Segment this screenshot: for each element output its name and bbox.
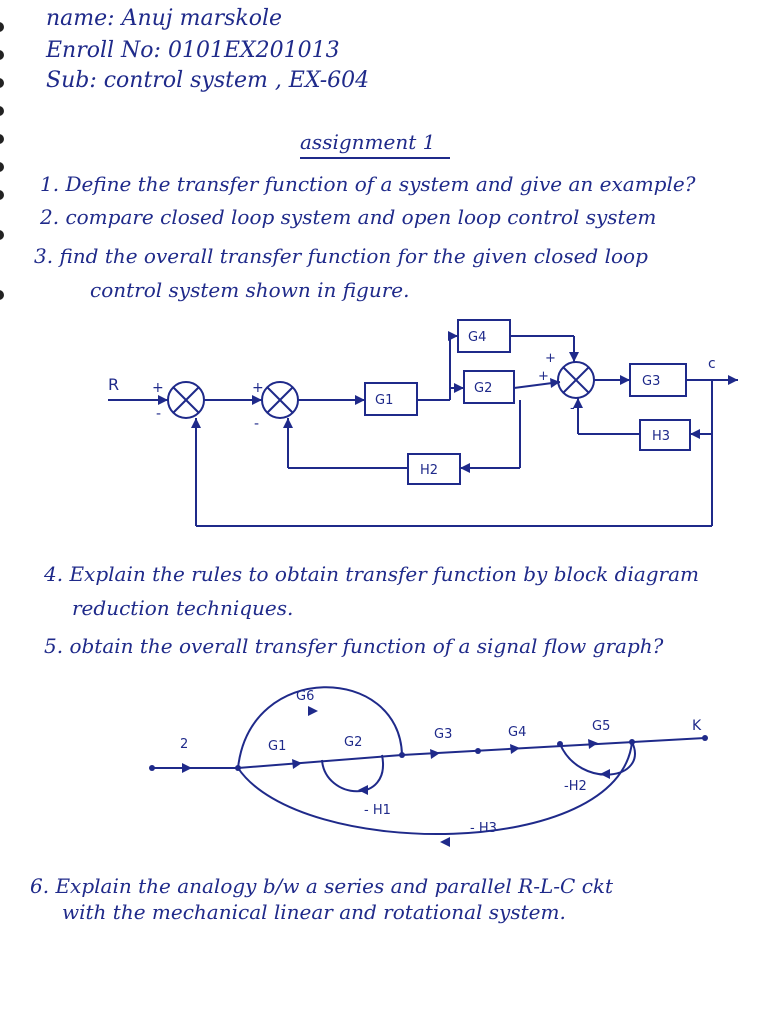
bd-g2-label: G2	[474, 381, 492, 396]
binding-hole	[0, 78, 4, 88]
binding-hole	[0, 290, 4, 300]
sfg-h3-label: - H3	[470, 821, 497, 836]
bd-sum3-plus-left: +	[538, 369, 549, 384]
question-3-line-2: control system shown in figure.	[90, 278, 410, 302]
sfg-h1-label: - H1	[364, 803, 391, 818]
binding-hole	[0, 190, 4, 200]
question-2: 2. compare closed loop system and open l…	[40, 205, 657, 229]
bd-g4-label: G4	[468, 330, 486, 345]
sfg-g1-label: G1	[268, 739, 286, 754]
binding-holes	[0, 0, 8, 1024]
question-6-line-1: 6. Explain the analogy b/w a series and …	[30, 874, 614, 898]
student-name: name: Anuj marskole	[46, 6, 283, 31]
sfg-h2-label: -H2	[564, 779, 587, 794]
sfg-g6-label: G6	[296, 689, 314, 704]
binding-hole	[0, 134, 4, 144]
sfg-g3-label: G3	[434, 727, 452, 742]
signal-flow-graph	[152, 686, 706, 836]
bd-sum1-plus: +	[152, 380, 164, 396]
bd-h2-label: H2	[420, 463, 438, 478]
sfg-input-gain: 2	[180, 737, 188, 752]
enrollment-number: Enroll No: 0101EX201013	[46, 38, 340, 63]
bd-output-label: c	[708, 356, 716, 372]
bd-input-label: R	[108, 375, 119, 394]
bd-sum3-plus-top: +	[545, 351, 556, 366]
binding-hole	[0, 50, 4, 60]
sfg-g2-label: G2	[344, 735, 362, 750]
sfg-output-label: K	[692, 718, 702, 734]
bd-sum2-plus: +	[252, 380, 264, 396]
bd-h3-label: H3	[652, 429, 670, 444]
question-4-line-1: 4. Explain the rules to obtain transfer …	[44, 562, 700, 586]
question-1: 1. Define the transfer function of a sys…	[40, 172, 696, 196]
binding-hole	[0, 106, 4, 116]
bd-g3-label: G3	[642, 374, 660, 389]
binding-hole	[0, 230, 4, 240]
bd-sum1-minus: -	[156, 406, 161, 422]
bd-sum2-minus: -	[254, 416, 259, 432]
binding-hole	[0, 162, 4, 172]
sfg-g5-label: G5	[592, 719, 610, 734]
bd-sum3-minus: -	[570, 401, 575, 416]
question-5: 5. obtain the overall transfer function …	[44, 634, 664, 658]
subject: Sub: control system , EX-604	[46, 68, 370, 93]
question-3-line-1: 3. find the overall transfer function fo…	[34, 244, 648, 268]
assignment-title: assignment 1	[300, 130, 436, 154]
question-6-line-2: with the mechanical linear and rotationa…	[62, 900, 566, 924]
title-underline	[300, 157, 450, 159]
binding-hole	[0, 22, 4, 32]
bd-g1-label: G1	[375, 393, 393, 408]
question-4-line-2: reduction techniques.	[72, 596, 294, 620]
sfg-g4-label: G4	[508, 725, 526, 740]
